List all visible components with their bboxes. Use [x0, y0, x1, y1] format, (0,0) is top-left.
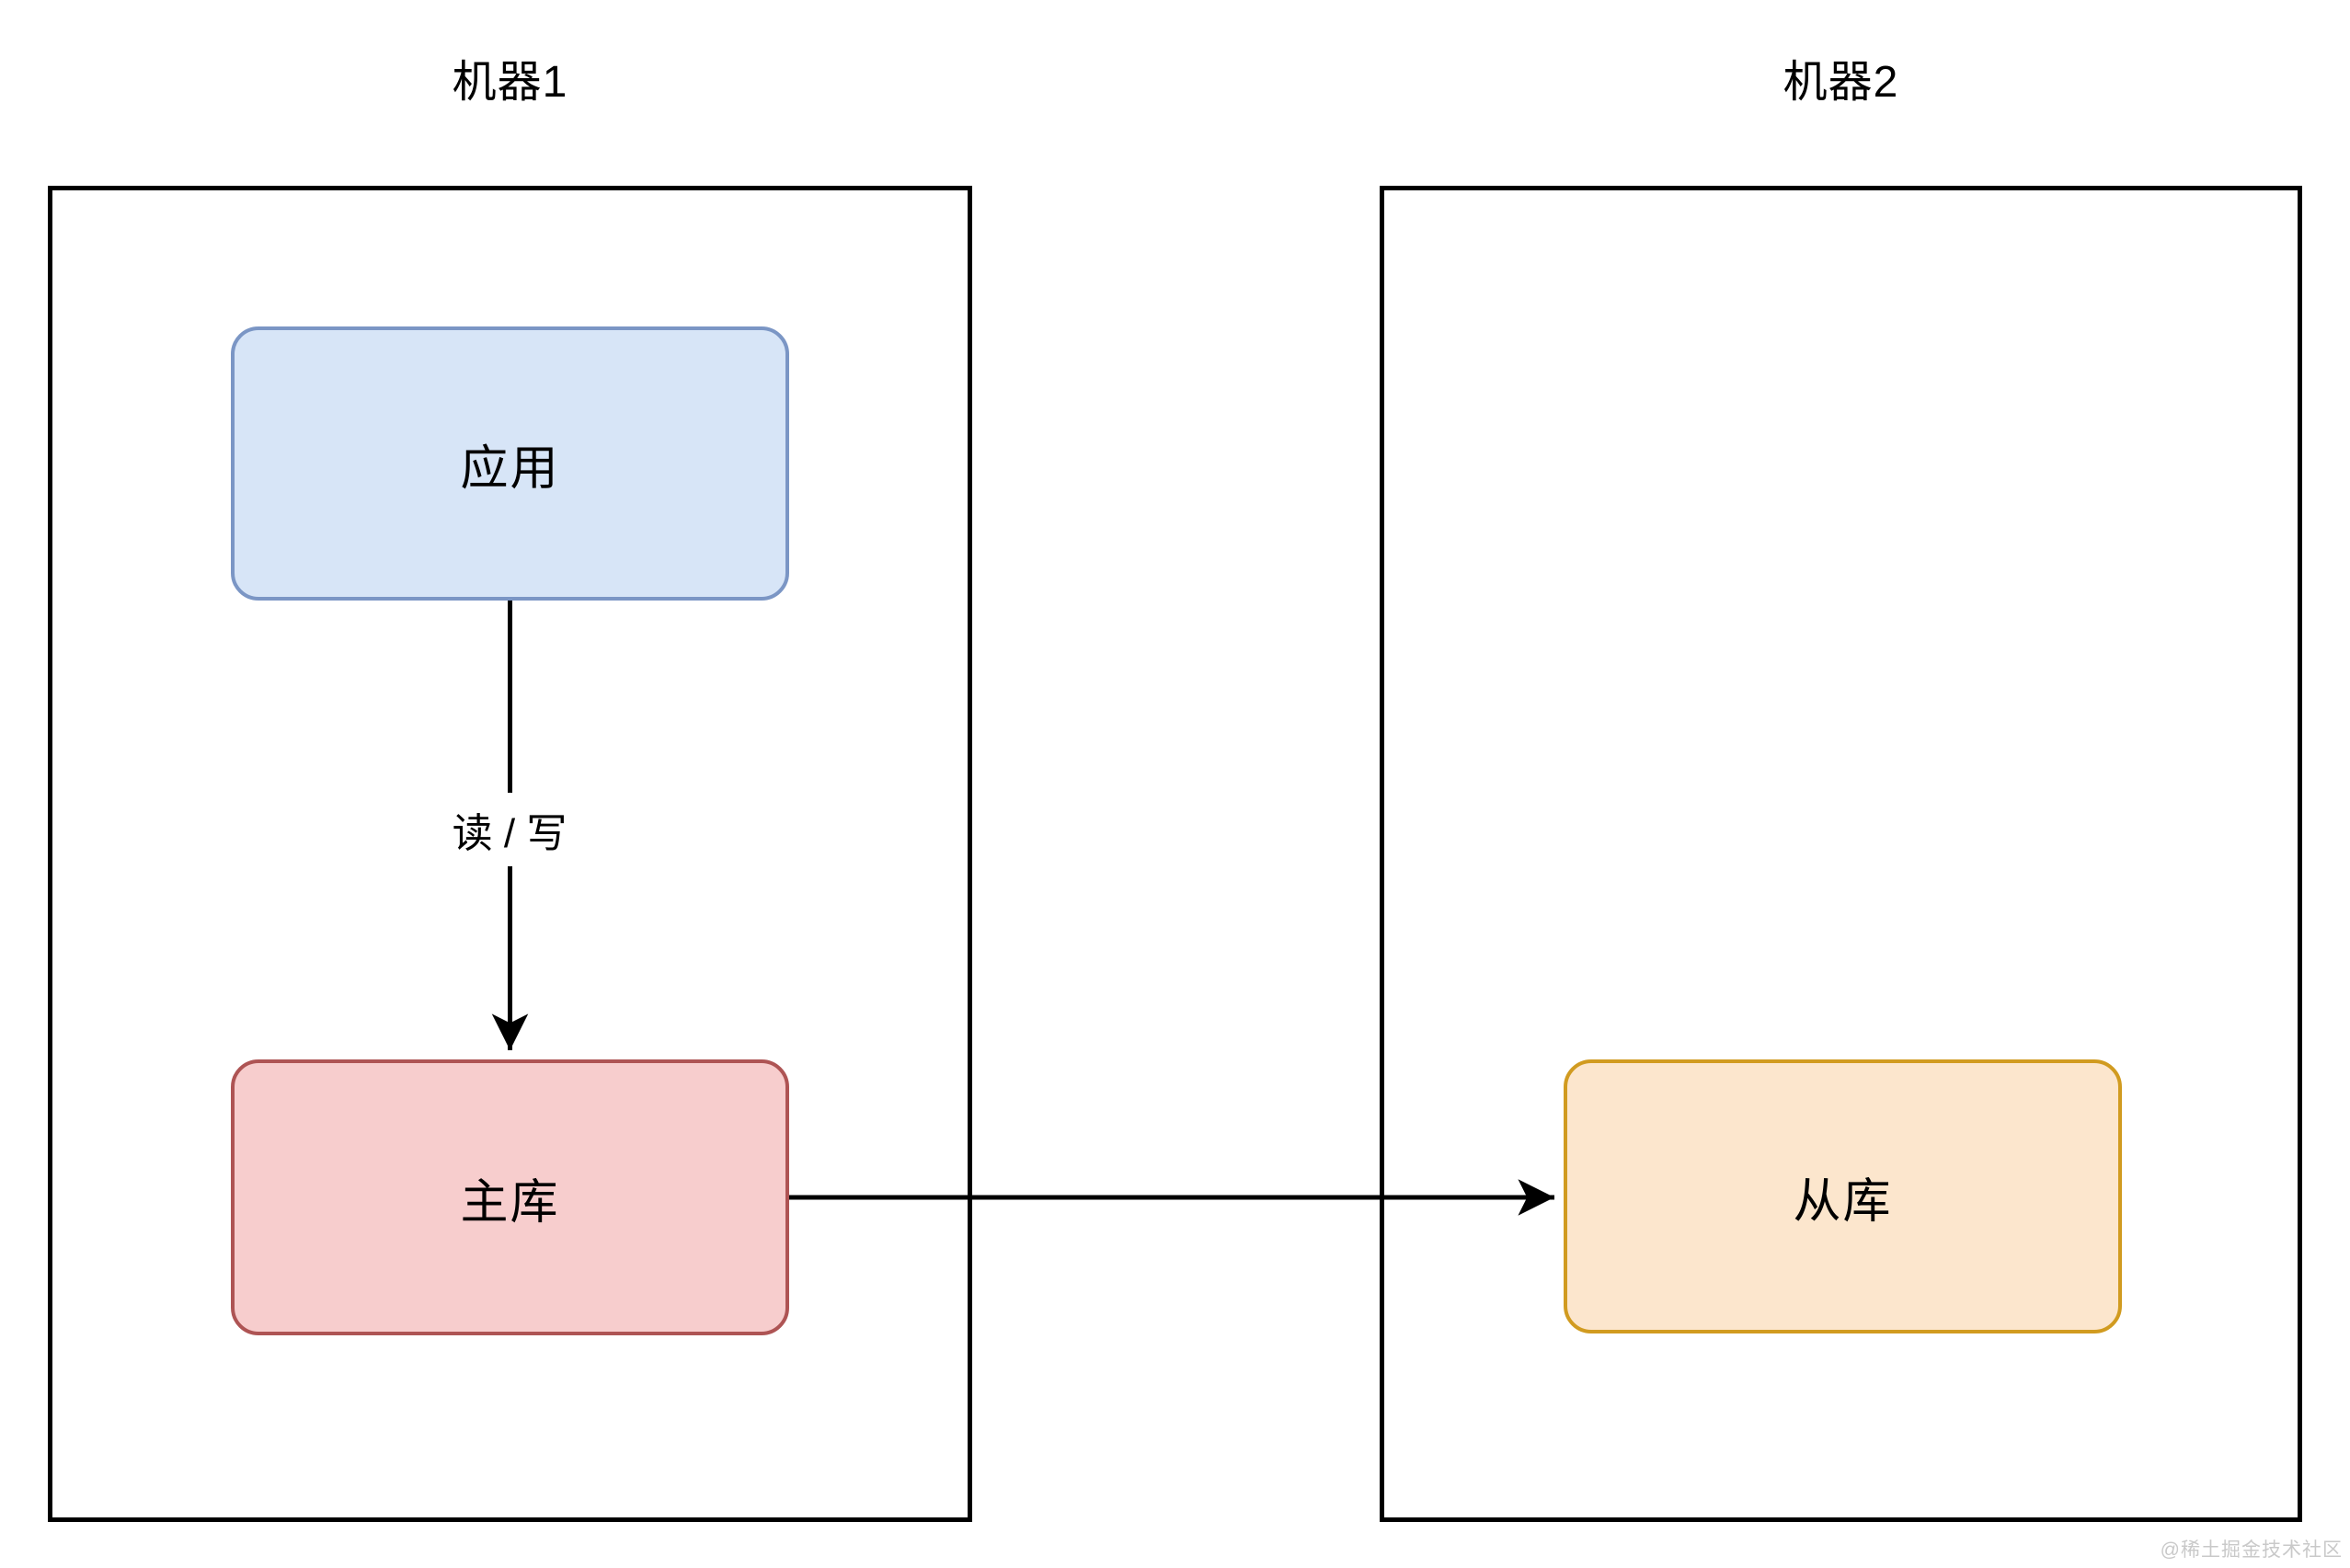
watermark: @稀土掘金技术社区 — [2160, 1539, 2343, 1561]
machine2-container — [1380, 186, 2302, 1522]
node-slave-label: 从库 — [1793, 1174, 1893, 1229]
machine1-title: 机器1 — [452, 58, 568, 107]
node-app-label: 应用 — [460, 441, 560, 496]
node-master-label: 主库 — [460, 1175, 560, 1230]
read-write-edge-label: 读 / 写 — [439, 793, 580, 866]
machine1-container — [48, 186, 972, 1522]
node-app: 应用 — [231, 326, 789, 601]
machine2-title: 机器2 — [1783, 58, 1899, 107]
node-slave: 从库 — [1564, 1059, 2122, 1333]
node-master: 主库 — [231, 1059, 789, 1335]
